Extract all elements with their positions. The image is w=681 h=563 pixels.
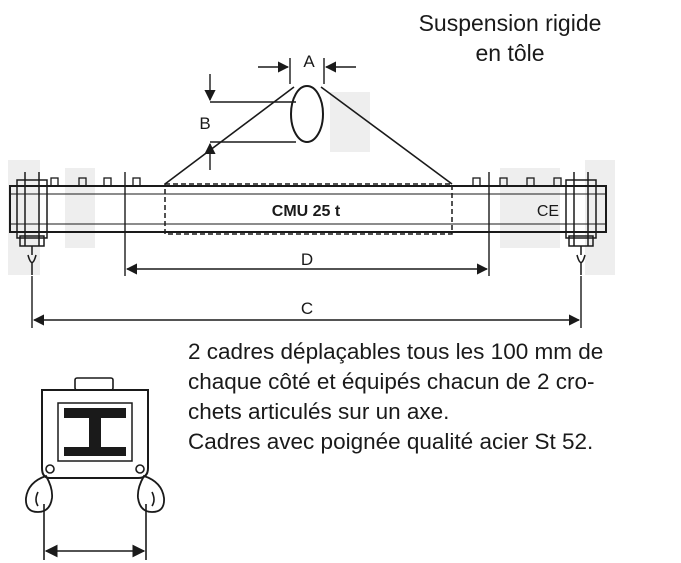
- description-line: 2 cadres déplaçables tous les 100 mm de: [188, 339, 604, 364]
- suspension-caption-line1: Suspension rigide: [418, 10, 602, 36]
- suspension-ring: [290, 85, 324, 143]
- right-frame: [565, 172, 597, 275]
- description-line: chets articulés sur un axe.: [188, 399, 450, 424]
- left-frame: [16, 172, 48, 275]
- description-line: chaque côté et équipés chacun de 2 cro-: [188, 369, 595, 394]
- suspension-caption-line2: en tôle: [475, 40, 545, 66]
- background-shading: [8, 92, 615, 275]
- frame-description: 2 cadres déplaçables tous les 100 mm de …: [188, 337, 680, 457]
- capacity-label: CMU 25 t: [272, 203, 341, 220]
- center-plate: [164, 183, 453, 235]
- dimension-b-label: B: [199, 114, 210, 133]
- suspension-caption: Suspension rigide en tôle: [396, 8, 624, 68]
- dimension-c-label: C: [301, 299, 313, 318]
- dimension-d: [124, 172, 490, 276]
- ce-mark: CE: [537, 203, 559, 220]
- dimension-a: [258, 58, 356, 84]
- beam: [9, 177, 607, 235]
- frame-cross-section: [25, 377, 165, 560]
- dimension-c: [31, 276, 582, 328]
- dimension-b: [204, 74, 296, 170]
- suspension-sling: [164, 85, 453, 185]
- dimension-d-label: D: [301, 250, 313, 269]
- i-beam-section: [64, 408, 126, 456]
- dimension-a-label: A: [303, 52, 315, 71]
- description-line: Cadres avec poignée qualité acier St 52.: [188, 429, 594, 454]
